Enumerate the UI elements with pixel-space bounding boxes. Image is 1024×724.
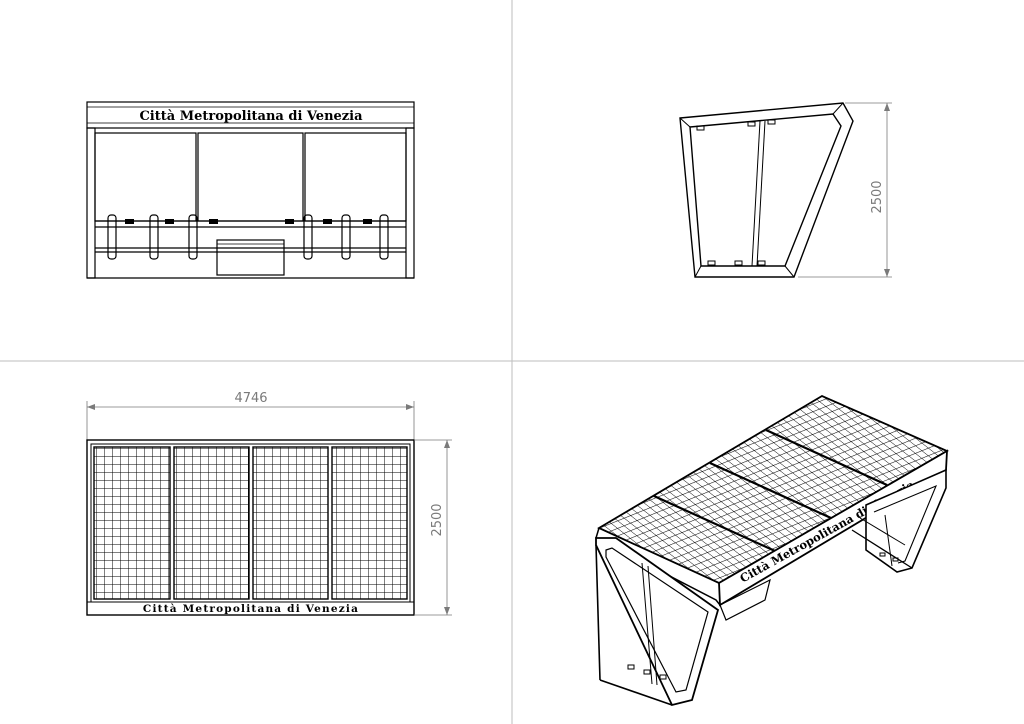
front-panel-right — [304, 132, 407, 222]
front-clamps — [125, 219, 372, 224]
top-frame — [86, 439, 415, 616]
top-mesh-panel-4 — [331, 446, 408, 600]
front-panel-left — [94, 132, 197, 222]
iso-view: Città Metropolitana di Venezia — [595, 394, 949, 707]
top-width-dimension: 4746 — [86, 391, 415, 440]
iso-right-clips — [879, 552, 899, 562]
front-view: Città Metropolitana di Venezia — [86, 101, 415, 279]
top-width-label: 4746 — [234, 391, 267, 406]
side-frame-outer — [679, 102, 854, 278]
front-sign-text: Città Metropolitana di Venezia — [139, 109, 363, 124]
top-mesh-panel-2 — [173, 446, 250, 600]
front-bench-block — [216, 239, 285, 276]
front-post-right — [405, 127, 415, 279]
top-depth-label: 2500 — [430, 503, 445, 536]
front-post-left — [86, 127, 96, 279]
top-view: Città Metropolitana di Venezia — [86, 439, 415, 616]
iso-left-clips — [627, 664, 667, 680]
top-sign-text: Città Metropolitana di Venezia — [143, 603, 359, 615]
front-sign-band — [86, 101, 415, 129]
side-clips — [696, 119, 776, 266]
side-view — [679, 102, 854, 278]
front-panel-center — [197, 132, 304, 222]
side-height-dimension: 2500 — [798, 102, 892, 278]
top-mesh-panel-3 — [252, 446, 329, 600]
top-mesh-panel-1 — [93, 446, 171, 600]
top-depth-dimension: 2500 — [414, 439, 452, 616]
side-frame-inner — [689, 113, 842, 267]
side-height-label: 2500 — [870, 180, 885, 213]
iso-left-frame-inner — [605, 547, 709, 693]
front-bike-racks — [107, 214, 389, 260]
iso-bench-block — [719, 578, 771, 621]
